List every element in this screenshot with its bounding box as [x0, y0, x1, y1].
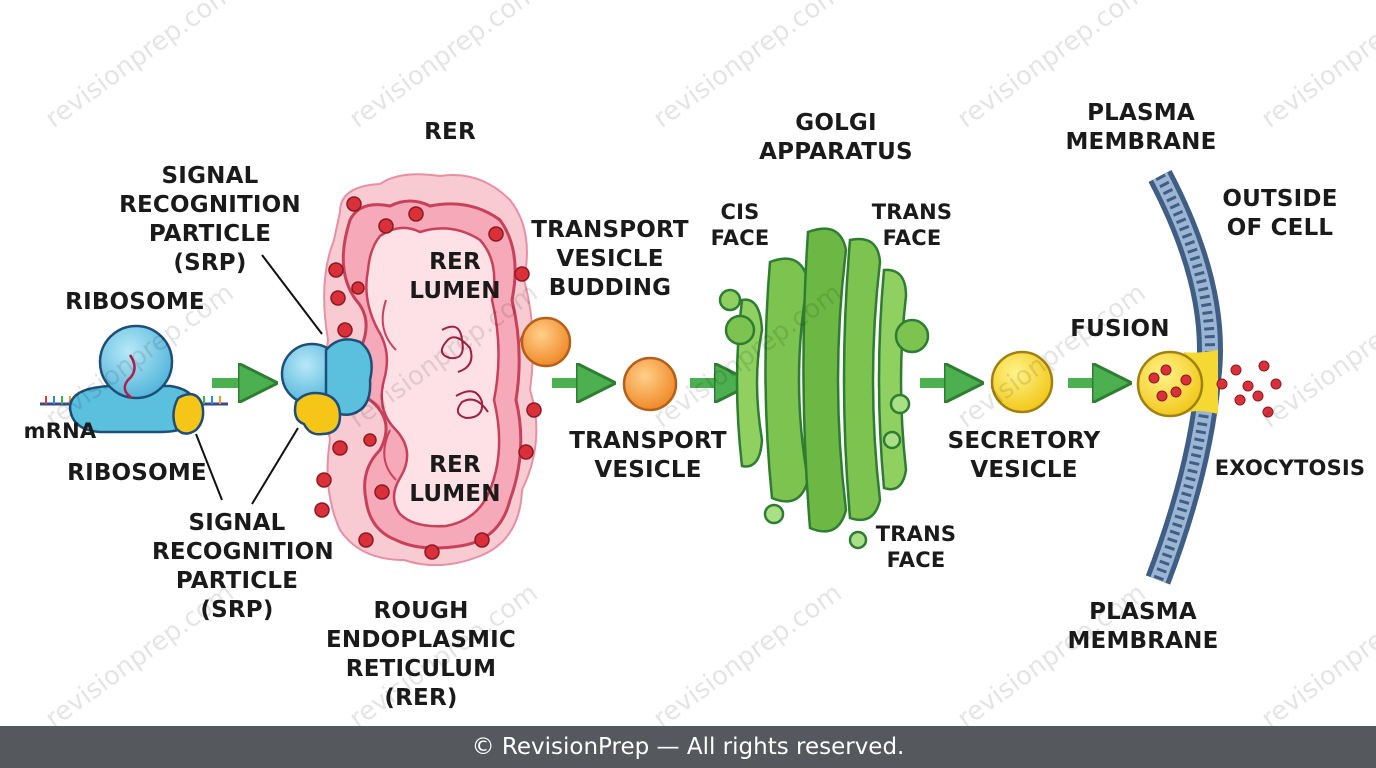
label-trans-face-bottom: TRANS FACE — [875, 522, 957, 572]
fusing-vesicle — [1136, 350, 1204, 418]
transport-vesicle-shape — [622, 356, 678, 412]
rough-er — [314, 173, 542, 567]
label-transport-vesicle-budding: TRANSPORT VESICLE BUDDING — [531, 217, 689, 301]
ribosome-srp-complex — [280, 338, 373, 436]
label-golgi: GOLGI APPARATUS — [759, 110, 913, 165]
label-transport-vesicle: TRANSPORT VESICLE — [569, 428, 727, 483]
label-rer-lumen-top: RER LUMEN — [409, 249, 501, 304]
leader-lines — [195, 254, 323, 505]
budding-vesicle — [520, 316, 572, 368]
label-ribosome-bottom: RIBOSOME — [67, 460, 207, 486]
label-srp-bottom: SIGNAL RECOGNITION PARTICLE (SRP) — [152, 510, 334, 623]
label-outside-of-cell: OUTSIDE OF CELL — [1222, 186, 1338, 241]
diagram-graphics — [40, 169, 1282, 585]
label-rer-lumen-bottom: RER LUMEN — [409, 452, 501, 507]
golgi-apparatus-shape — [718, 227, 930, 550]
label-plasma-membrane-top: PLASMA MEMBRANE — [1065, 100, 1217, 155]
label-secretory-vesicle: SECRETORY VESICLE — [947, 428, 1101, 483]
label-ribosome-top: RIBOSOME — [65, 289, 205, 315]
footer-copyright: © RevisionPrep — All rights reserved. — [0, 726, 1376, 768]
label-rough-er: ROUGH ENDOPLASMIC RETICULUM (RER) — [326, 598, 517, 711]
label-fusion: FUSION — [1070, 316, 1170, 342]
label-mrna: mRNA — [23, 419, 97, 443]
label-rer: RER — [424, 119, 476, 145]
label-srp-top: SIGNAL RECOGNITION PARTICLE (SRP) — [119, 163, 301, 276]
protein-secretion-diagram — [40, 169, 1282, 585]
label-plasma-membrane-bottom: PLASMA MEMBRANE — [1067, 599, 1219, 654]
label-exocytosis: EXOCYTOSIS — [1214, 456, 1366, 480]
plasma-membrane-shape — [1136, 169, 1282, 585]
secretory-vesicle-shape — [990, 350, 1054, 414]
ribosome-free — [68, 324, 198, 434]
label-cis-face: CIS FACE — [710, 200, 770, 250]
label-trans-face-top: TRANS FACE — [871, 200, 953, 250]
srp-small — [172, 392, 205, 435]
